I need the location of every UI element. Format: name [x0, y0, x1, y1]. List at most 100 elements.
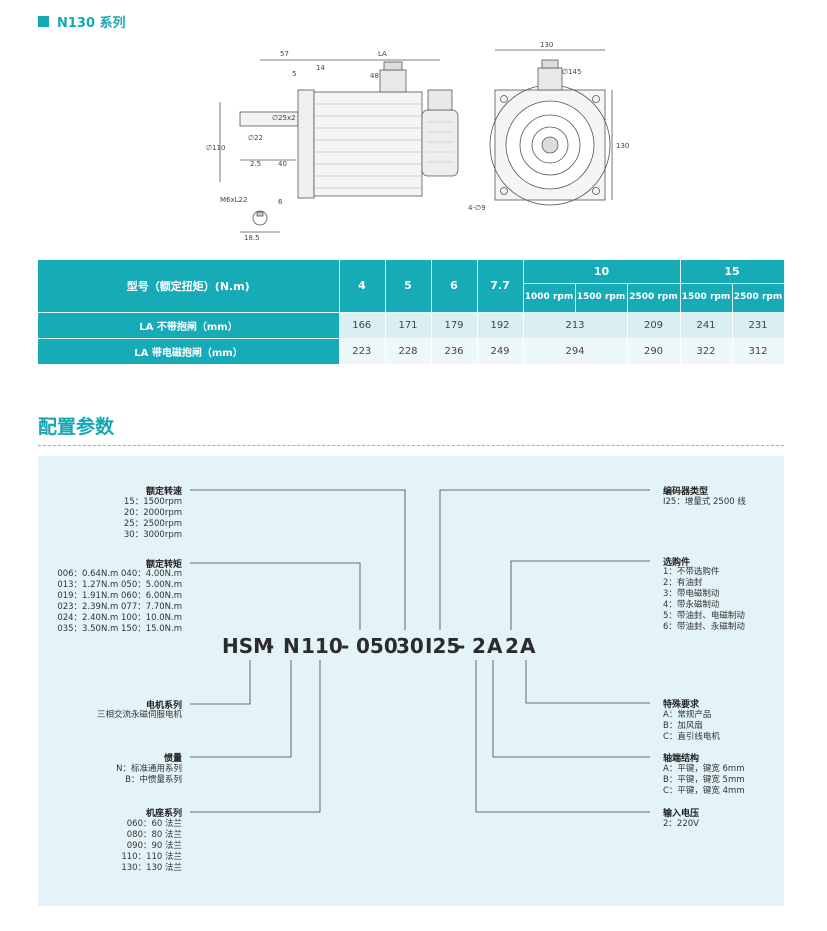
cell: 192: [477, 312, 524, 338]
cell: 171: [385, 312, 432, 338]
la-dimension-table: 型号（额定扭矩）(N.m) 4 5 6 7.7 10 15 1000 rpm 1…: [38, 260, 785, 364]
options-item: 2：有油封: [663, 578, 703, 588]
code-dash: -: [266, 634, 275, 658]
svg-text:4-∅9: 4-∅9: [468, 204, 486, 212]
rated-speed-item: 15：1500rpm: [123, 497, 182, 507]
series-marker: [38, 16, 49, 27]
rated-torque-item: 035：3.50N.m 150：15.0N.m: [57, 624, 182, 634]
options-title: 选购件: [663, 558, 691, 568]
svg-text:130: 130: [540, 41, 553, 49]
voltage-item: 2：220V: [663, 819, 699, 829]
svg-text:2.5: 2.5: [250, 160, 261, 168]
cell: 209: [627, 312, 681, 338]
speed-10-1000: 1000 rpm: [523, 283, 576, 312]
shaft-title: 轴端结构: [663, 754, 700, 764]
front-view-drawing: [489, 49, 613, 206]
config-panel: [38, 456, 784, 906]
options-item: 1：不带选购件: [663, 567, 720, 577]
svg-text:57: 57: [280, 50, 289, 58]
shaft-item: B：平键，键宽 5mm: [663, 775, 745, 785]
config-section-title: 配置参数: [38, 416, 115, 438]
svg-text:14: 14: [316, 64, 325, 72]
code-frame: 110: [301, 634, 343, 658]
cell: 322: [680, 338, 733, 364]
code-dash: -: [341, 634, 350, 658]
cell: 223: [339, 338, 386, 364]
torque-4: 4: [339, 260, 386, 313]
svg-text:M6xL22: M6xL22: [220, 196, 247, 204]
speed-10-1500: 1500 rpm: [575, 283, 628, 312]
torque-10-group: 10: [523, 260, 681, 284]
cell: 166: [339, 312, 386, 338]
table-row: LA 带电磁抱闸（mm） 223 228 236 249 294 290 322…: [38, 337, 785, 364]
torque-15-group: 15: [680, 260, 785, 284]
cell: 249: [477, 338, 524, 364]
svg-text:∅25x2: ∅25x2: [272, 114, 296, 122]
row-label: LA 带电磁抱闸（mm）: [38, 337, 339, 364]
svg-text:∅145: ∅145: [562, 68, 581, 76]
options-item: 3：带电磁制动: [663, 589, 720, 599]
cell: 213: [523, 312, 628, 338]
svg-text:∅22: ∅22: [248, 134, 263, 142]
inertia-item: N：标准通用系列: [116, 764, 182, 774]
shaft-item: C：平键，键宽 4mm: [663, 786, 745, 796]
svg-text:40: 40: [278, 160, 287, 168]
table-row: LA 不带抱闸（mm） 166 171 179 192 213 209 241 …: [38, 311, 785, 338]
shaft-item: A：平键，键宽 6mm: [663, 764, 745, 774]
encoder-title: 编码器类型: [663, 487, 709, 497]
speed-15-1500: 1500 rpm: [680, 283, 733, 312]
series-header: N130 系列: [38, 12, 126, 31]
rated-speed-item: 25：2500rpm: [123, 519, 182, 529]
code-special: A: [520, 634, 536, 658]
cell: 231: [732, 312, 785, 338]
special-item: C：直引线电机: [663, 732, 720, 742]
code-dash: -: [457, 634, 466, 658]
cell: 236: [431, 338, 478, 364]
options-item: 5：带油封、电磁制动: [663, 611, 745, 621]
cell: 290: [627, 338, 681, 364]
speed-15-2500: 2500 rpm: [732, 283, 785, 312]
cell: 228: [385, 338, 432, 364]
code-voltage: 2: [472, 634, 486, 658]
svg-text:48: 48: [370, 72, 379, 80]
model-header: 型号（额定扭矩）(N.m): [38, 260, 340, 313]
svg-text:18.5: 18.5: [244, 234, 260, 242]
svg-text:6: 6: [278, 198, 283, 206]
torque-5: 5: [385, 260, 432, 313]
inertia-title: 惯量: [163, 754, 182, 764]
rated-torque-item: 024：2.40N.m 100：10.0N.m: [57, 613, 182, 623]
voltage-title: 输入电压: [663, 809, 700, 819]
code-encoder: I25: [425, 634, 461, 658]
code-inertia: N: [283, 634, 300, 658]
rated-torque-item: 006：0.64N.m 040：4.00N.m: [57, 569, 182, 579]
code-options: 2: [505, 634, 519, 658]
cell: 241: [680, 312, 733, 338]
cell: 312: [732, 338, 785, 364]
rated-speed-item: 20：2000rpm: [123, 508, 182, 518]
frame-item: 060：60 法兰: [126, 819, 182, 829]
side-view-drawing: [219, 59, 459, 233]
code-shaft: A: [487, 634, 503, 658]
options-item: 6：带油封、永磁制动: [663, 622, 745, 632]
torque-6: 6: [431, 260, 478, 313]
special-item: B：加风扇: [663, 721, 703, 731]
frame-item: 110：110 法兰: [121, 852, 182, 862]
rated-torque-title: 额定转矩: [145, 560, 182, 570]
rated-torque-item: 013：1.27N.m 050：5.00N.m: [57, 580, 182, 590]
motor-series-title: 电机系列: [145, 701, 182, 711]
speed-10-2500: 2500 rpm: [627, 283, 681, 312]
special-item: A：常规产品: [663, 710, 712, 720]
rated-speed-item: 30：3000rpm: [123, 530, 182, 540]
frame-item: 130：130 法兰: [121, 863, 182, 873]
svg-text:∅110: ∅110: [206, 144, 225, 152]
svg-text:130: 130: [616, 142, 629, 150]
svg-text:LA: LA: [378, 50, 387, 58]
encoder-item: I25：增量式 2500 线: [663, 497, 746, 507]
inertia-item: B：中惯量系列: [125, 775, 182, 785]
row-label: LA 不带抱闸（mm）: [38, 311, 339, 338]
rated-torque-item: 019：1.91N.m 060：6.00N.m: [57, 591, 182, 601]
code-hsm: HSM: [222, 634, 274, 658]
torque-7-7: 7.7: [477, 260, 524, 313]
rated-speed-title: 额定转速: [145, 487, 182, 497]
